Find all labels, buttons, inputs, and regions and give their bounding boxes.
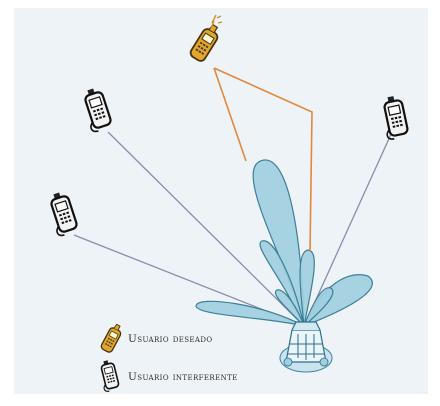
background-panel bbox=[14, 8, 428, 394]
signal-spark-icon bbox=[210, 14, 223, 29]
interferer-path-1 bbox=[107, 131, 305, 327]
legend-interfering-label: Usuario interferente bbox=[128, 371, 238, 383]
interferer-path-3 bbox=[303, 131, 393, 327]
desired-path-direct bbox=[213, 67, 247, 162]
side-lobe-small-left bbox=[274, 289, 305, 327]
desired-path-reflected bbox=[213, 67, 313, 253]
desired-signal-paths bbox=[213, 67, 313, 253]
legend-desired-label: Usuario deseado bbox=[128, 333, 213, 345]
side-lobe-lower-left bbox=[195, 300, 305, 327]
base-station-icon bbox=[279, 321, 333, 373]
radiation-pattern bbox=[195, 159, 373, 328]
side-lobe-left bbox=[259, 240, 305, 327]
side-lobe-small-right bbox=[303, 287, 334, 327]
side-lobe-center bbox=[299, 249, 315, 327]
